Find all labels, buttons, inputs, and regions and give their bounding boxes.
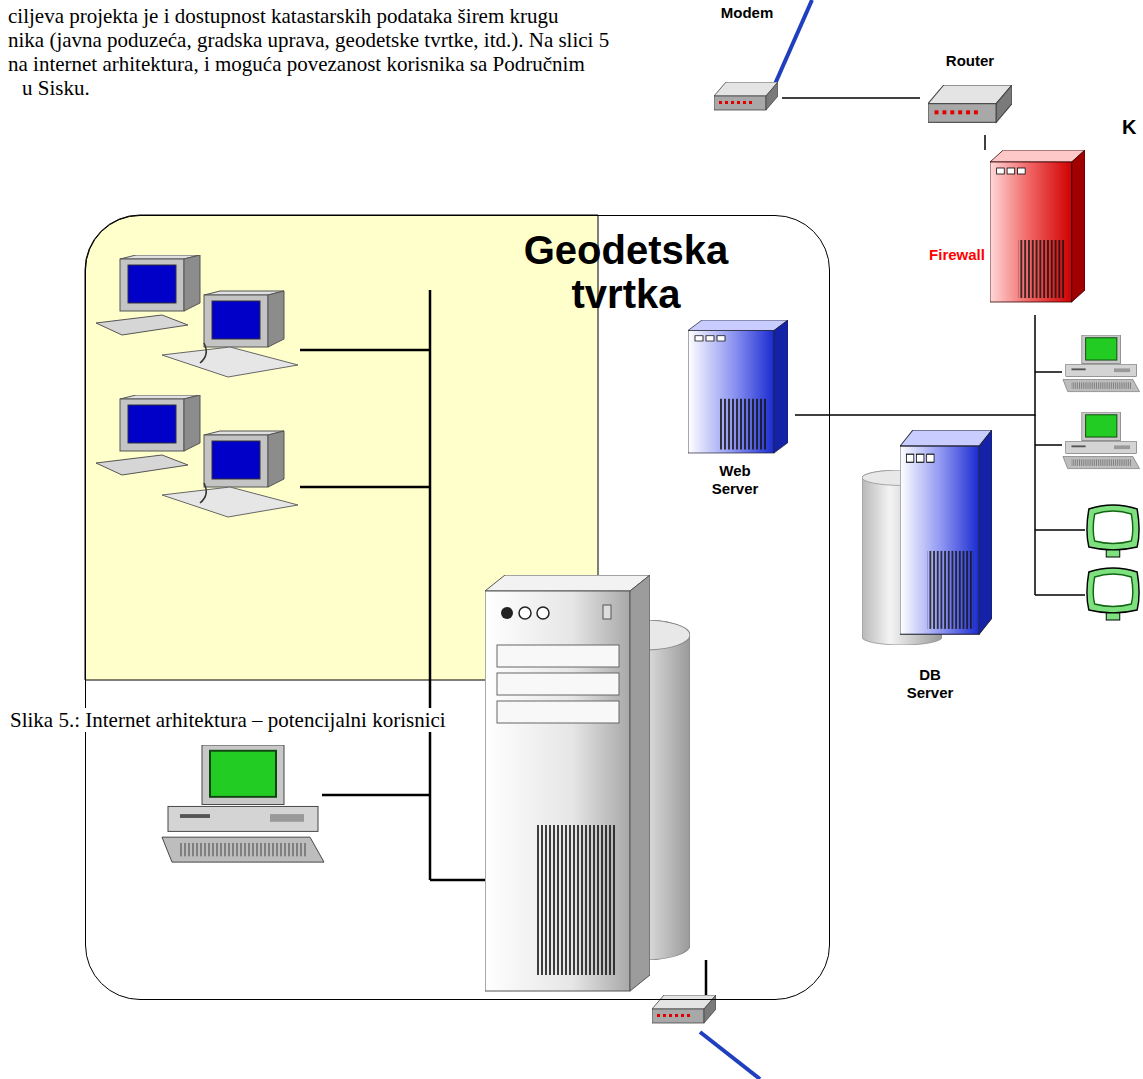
- node-label: DB Server: [900, 666, 960, 702]
- body-text: nika (javna poduzeća, gradska uprava, ge…: [8, 28, 609, 52]
- router-device: Router: [920, 50, 1020, 135]
- node-label: Firewall: [925, 246, 989, 264]
- web-server: Web Server: [680, 320, 795, 505]
- network-link: [984, 135, 986, 150]
- region-shape: [680, 0, 1143, 790]
- node-label: Router: [920, 52, 1020, 70]
- node-label: K: [1122, 118, 1143, 136]
- node-label: Web Server: [700, 462, 770, 498]
- region-fill: [680, 0, 1143, 790]
- node-label: Modem: [712, 4, 782, 22]
- body-text: na internet arhitektura, i moguća poveza…: [8, 52, 585, 76]
- modem-device: Modem: [712, 4, 782, 114]
- figure-caption: Slika 5.: Internet arhitektura – potenci…: [8, 708, 448, 732]
- node-label: Geodetska tvrtka: [466, 228, 786, 316]
- firewall-device: Firewall: [925, 150, 1090, 315]
- network-link: [795, 315, 1035, 415]
- company-region: Geodetska tvrtka: [85, 215, 830, 1000]
- body-text: ciljeva projekta je i dostupnost katasta…: [8, 4, 559, 28]
- network-link: [782, 97, 920, 99]
- body-text: u Sisku.: [22, 76, 90, 100]
- network-region: K ModemRouterFirewallWeb Server DB Server: [680, 0, 1143, 790]
- db-server: DB Server: [860, 430, 995, 710]
